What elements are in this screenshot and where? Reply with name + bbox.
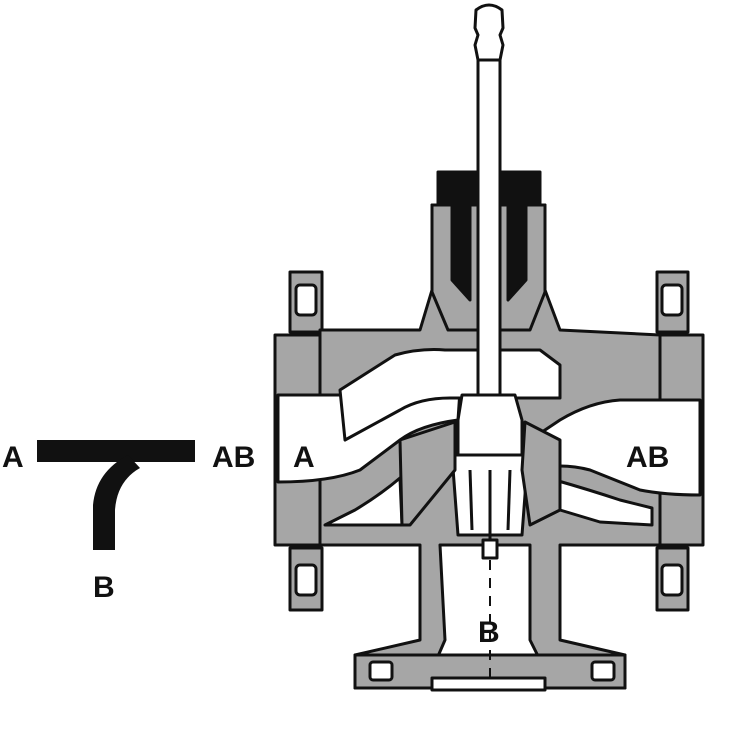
schematic-label-ab: AB (212, 441, 255, 474)
seat-ring-left (398, 420, 457, 527)
flow-schematic: A AB B (2, 440, 255, 604)
valve-cross-section (273, 3, 705, 692)
seat-ring-right (520, 420, 562, 527)
left-flange-bolt-bottom (294, 563, 318, 597)
left-flange-bolt-top (294, 283, 318, 317)
schematic-horizontal-bar (37, 440, 195, 462)
valve-label-ab: AB (626, 441, 669, 474)
bottom-flange-bolt-right (590, 660, 616, 682)
valve-label-a: A (293, 441, 315, 474)
plug-rib-1 (468, 469, 474, 531)
valve-labels: A AB B (293, 441, 669, 649)
bottom-seat-plate (430, 676, 547, 692)
bottom-flange-bolt-left (368, 660, 394, 682)
valve-label-b: B (478, 616, 500, 649)
schematic-label-a: A (2, 441, 24, 474)
valve-plug (456, 393, 524, 457)
schematic-label-b: B (93, 571, 115, 604)
plug-rib-3 (506, 469, 512, 531)
stem-top-fitting (473, 3, 505, 62)
bottom-port-cavity (430, 543, 547, 672)
schematic-branch-b (93, 455, 140, 550)
upper-channel (338, 348, 562, 442)
valve-stem (476, 58, 502, 402)
right-flange-bolt-bottom (660, 563, 684, 597)
right-flange-bolt-top (660, 283, 684, 317)
plug-pin (481, 538, 499, 560)
